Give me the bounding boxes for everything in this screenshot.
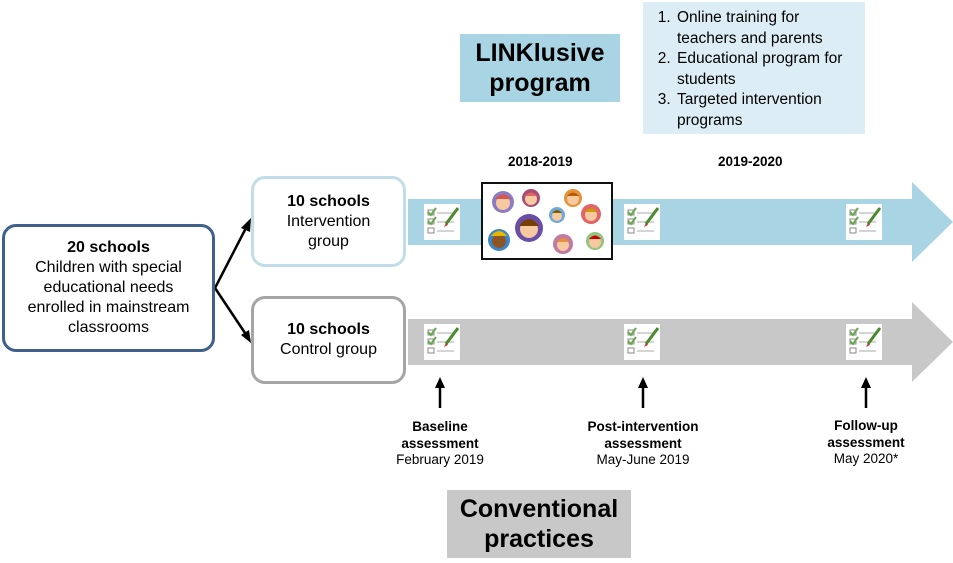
all-schools-line: enrolled in mainstream (27, 299, 190, 316)
checklist-icon (624, 204, 660, 240)
program-components-box: Online training for teachers and parents… (643, 2, 865, 134)
checklist-icon (424, 324, 460, 360)
conventional-title-line2: practices (484, 525, 594, 553)
branch-arrow-intervention (213, 225, 249, 289)
assessment-title: Post-intervention (587, 419, 699, 434)
all-schools-line: Children with special (35, 259, 182, 276)
assessment-date: May-June 2019 (596, 452, 690, 467)
program-title-line1: LINKlusive (475, 39, 605, 67)
all-schools-line: educational needs (43, 279, 174, 296)
checklist-icon (624, 324, 660, 360)
control-line: Control group (280, 341, 377, 358)
control-group-box: 10 schools Control group (251, 296, 406, 384)
branch-arrowhead-control (241, 330, 251, 343)
assessment-date: May 2020* (833, 451, 899, 466)
program-components-list: Online training for teachers and parents… (653, 8, 859, 131)
all-schools-line: classrooms (68, 319, 149, 336)
component-item: Educational program for students (675, 49, 859, 90)
intervention-group-box: 10 schools Intervention group (251, 176, 406, 267)
year-label-2019-2020: 2019-2020 (718, 154, 783, 169)
followup-up-arrowhead (861, 377, 871, 388)
post-intervention-assessment-label: Post-intervention assessment May-June 20… (573, 419, 713, 469)
children-faces-icon (488, 189, 604, 254)
control-count: 10 schools (287, 321, 370, 338)
branch-arrowhead-intervention (241, 218, 251, 232)
program-title-line2: program (489, 69, 591, 97)
checklist-icon (846, 324, 882, 360)
branch-arrow-control (213, 287, 249, 337)
post-up-arrowhead (638, 377, 648, 388)
intervention-line: Intervention (286, 212, 371, 230)
all-schools-count: 20 schools (67, 239, 150, 256)
assessment-title: assessment (827, 434, 905, 450)
assessment-title: Baseline (412, 419, 468, 434)
followup-assessment-label: Follow-up assessment May 2020* (806, 418, 926, 468)
assessment-title: assessment (401, 435, 479, 451)
baseline-assessment-label: Baseline assessment February 2019 (380, 419, 500, 469)
children-group-illustration (481, 182, 613, 260)
assessment-date: February 2019 (396, 452, 484, 467)
all-schools-box: 20 schools Children with special educati… (2, 224, 215, 352)
year-label-2018-2019: 2018-2019 (508, 154, 573, 169)
conventional-title-line1: Conventional (459, 495, 619, 523)
conventional-practices-title: Conventional practices (447, 490, 631, 558)
checklist-icon (424, 204, 460, 240)
checklist-icon (846, 204, 882, 240)
intervention-line: group (308, 232, 349, 250)
assessment-title: assessment (604, 435, 682, 451)
component-item: Targeted intervention programs (675, 90, 859, 131)
component-item: Online training for teachers and parents (675, 8, 859, 49)
intervention-count: 10 schools (287, 192, 370, 210)
baseline-up-arrowhead (435, 377, 445, 388)
linklusive-program-title: LINKlusive program (460, 34, 620, 102)
assessment-title: Follow-up (834, 418, 898, 433)
control-timeline-arrow (408, 302, 953, 382)
